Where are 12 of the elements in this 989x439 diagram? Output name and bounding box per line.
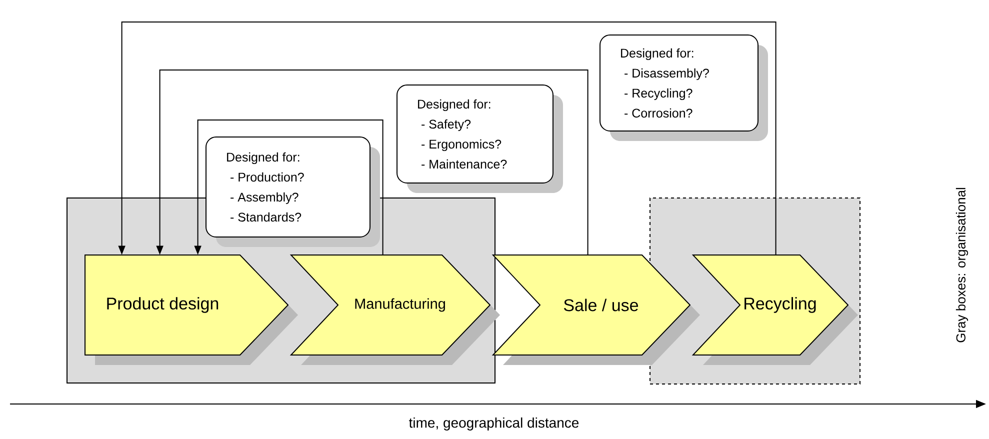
feedback-arrow bbox=[118, 22, 776, 256]
callout-box: Designed for: - Production? - Assembly? - Standards? bbox=[206, 136, 380, 247]
callout-box: Designed for: - Disassembly? - Recycling? - Corrosion? bbox=[600, 34, 768, 141]
axis-label: time, geographical distance bbox=[409, 417, 579, 430]
feedback-arrow bbox=[194, 120, 384, 256]
process-step: Sale / use bbox=[492, 254, 700, 365]
process-step: Product design bbox=[84, 254, 298, 365]
note: Gray boxes: organisational bbox=[956, 188, 968, 342]
process-step: Recycling bbox=[692, 254, 858, 365]
feedback-arrow bbox=[156, 70, 588, 256]
callout-box: Designed for: - Safety? - Ergonomics? - Maintenance? bbox=[396, 84, 563, 193]
process-step: Manufacturing bbox=[290, 254, 500, 365]
